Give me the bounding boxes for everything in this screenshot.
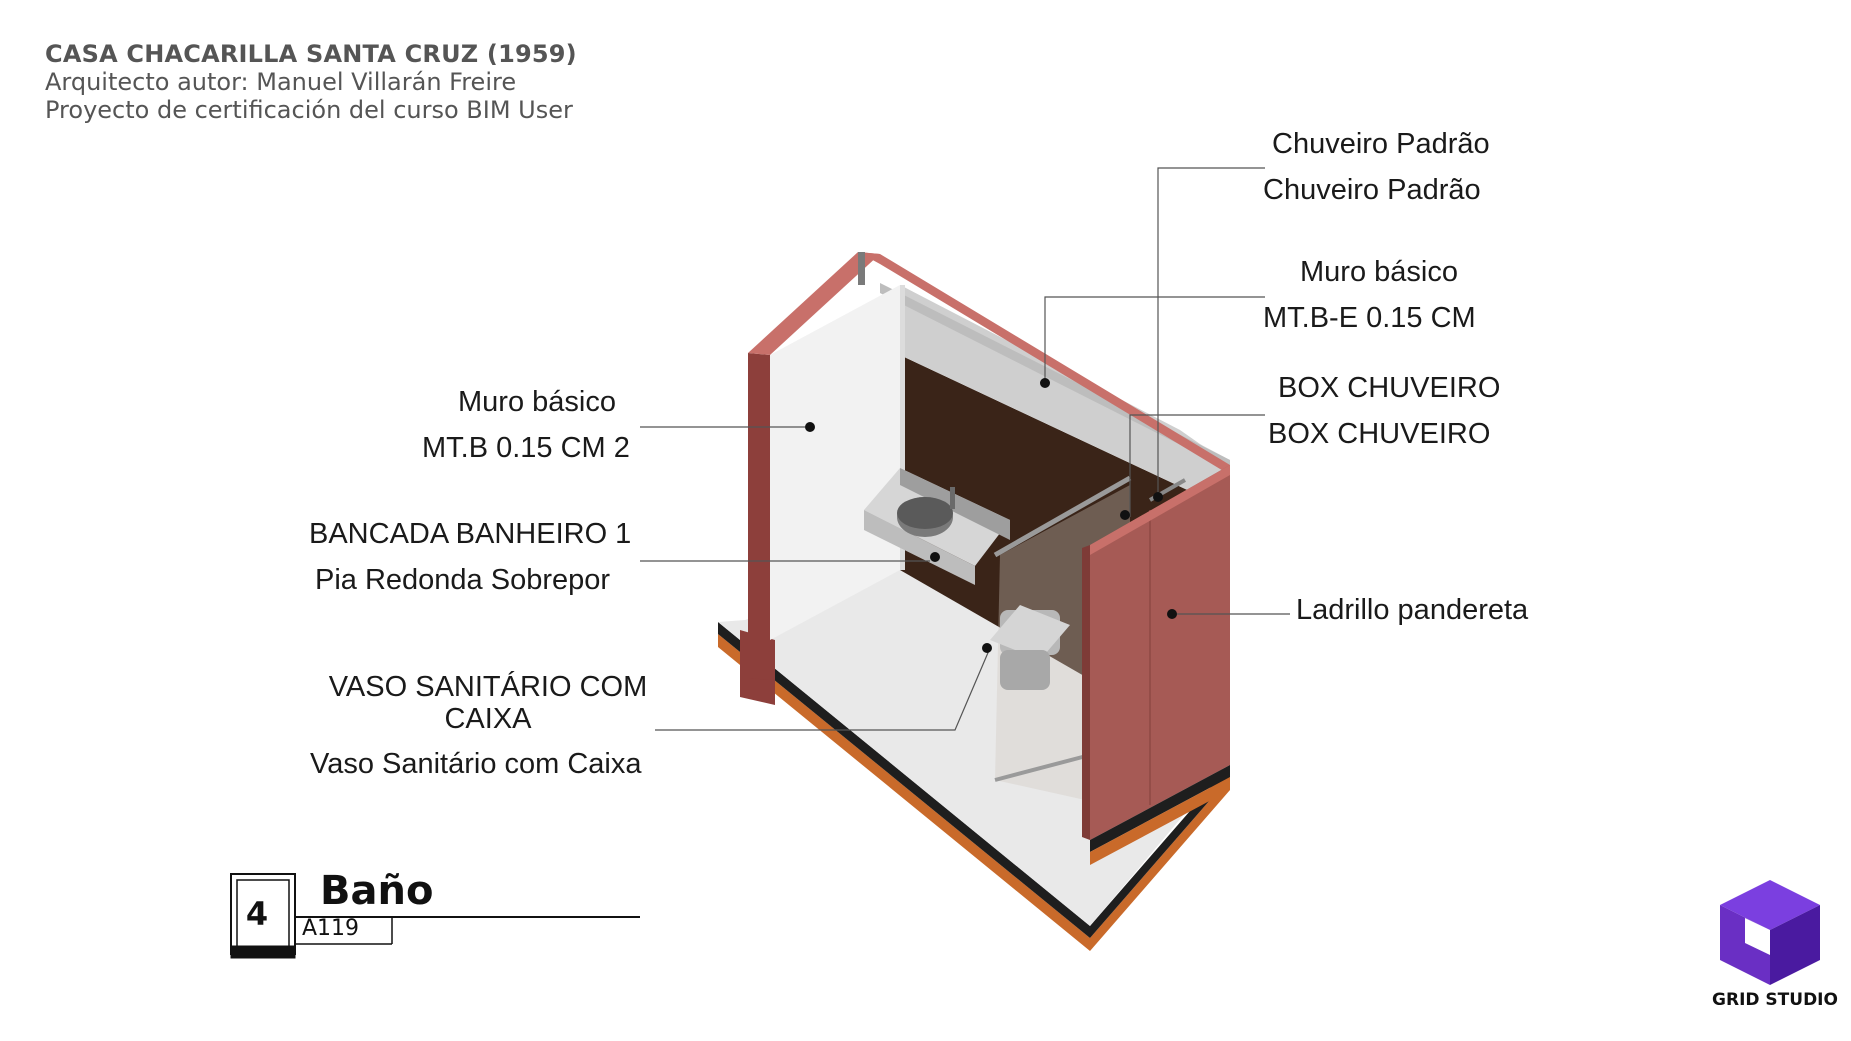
dot-box (1120, 510, 1130, 520)
dot-counter (930, 552, 940, 562)
brick-wall-top (1090, 465, 1230, 555)
grid-studio-logo (1720, 880, 1820, 985)
view-sheet-number: A119 (302, 916, 360, 941)
label-back-wall-type: MT.B-E 0.15 CM (1263, 302, 1476, 334)
view-title: Baño (320, 868, 434, 914)
dot-brick (1167, 609, 1177, 619)
back-wall-top-edge (858, 252, 865, 285)
label-counter-type: Pia Redonda Sobrepor (315, 564, 611, 596)
leader-box (1129, 414, 1265, 517)
leader-shower (1157, 167, 1265, 497)
label-toilet-family-2: CAIXA (444, 703, 532, 735)
logo-notch (1745, 918, 1770, 955)
counter-front (864, 510, 975, 585)
brand-name: GRID STUDIO (1712, 990, 1838, 1010)
logo-right (1770, 905, 1820, 985)
faucet (950, 487, 955, 509)
brick-base-orange (1090, 777, 1230, 865)
dot-left-wall (805, 422, 815, 432)
tag-base (230, 945, 296, 959)
leader-lines (640, 167, 1290, 731)
label-left-wall-family: Muro básico (458, 386, 616, 418)
label-toilet-type: Vaso Sanitário com Caixa (310, 748, 642, 780)
label-back-wall-family: Muro básico (1300, 256, 1458, 288)
shower-rail (993, 475, 1132, 558)
label-shower-type: Chuveiro Padrão (1263, 174, 1481, 206)
left-wall-white (770, 285, 900, 640)
brick-base-dark (1090, 765, 1230, 852)
label-box-family: BOX CHUVEIRO (1278, 372, 1501, 404)
dot-shower (1153, 492, 1163, 502)
label-toilet-family-1: VASO SANITÁRIO COM (328, 671, 648, 703)
brick-wall-front (1090, 465, 1230, 840)
label-counter-family: BANCADA BANHEIRO 1 (309, 518, 632, 550)
toilet-lid (990, 605, 1070, 660)
right-back-wall (880, 283, 1230, 470)
left-wall-red-top (748, 252, 880, 355)
leader-toilet (655, 647, 991, 731)
shower-rail-bottom (994, 753, 1091, 782)
sink-rim (897, 497, 953, 529)
leader-dots (805, 378, 1177, 653)
view-number: 4 (245, 895, 269, 933)
project-description: Proyecto de certificación del curso BIM … (45, 96, 573, 124)
dot-back-wall (1040, 378, 1050, 388)
project-title: CASA CHACARILLA SANTA CRUZ (1959) (45, 40, 577, 68)
architect-line: Arquitecto autor: Manuel Villarán Freire (45, 68, 517, 96)
view-tag (230, 873, 640, 959)
brick-wall-side (1082, 545, 1090, 840)
label-brick-wall: Ladrillo pandereta (1296, 594, 1529, 626)
label-shower-family: Chuveiro Padrão (1272, 128, 1490, 160)
toilet-bowl (1000, 650, 1050, 690)
left-wall-red-face (748, 353, 770, 680)
label-box-type: BOX CHUVEIRO (1268, 418, 1491, 450)
drawing-header: CASA CHACARILLA SANTA CRUZ (1959) Arquit… (45, 40, 577, 124)
label-left-wall-type: MT.B 0.15 CM 2 (422, 432, 630, 464)
leader-back-wall (1044, 296, 1265, 383)
dot-toilet (982, 643, 992, 653)
